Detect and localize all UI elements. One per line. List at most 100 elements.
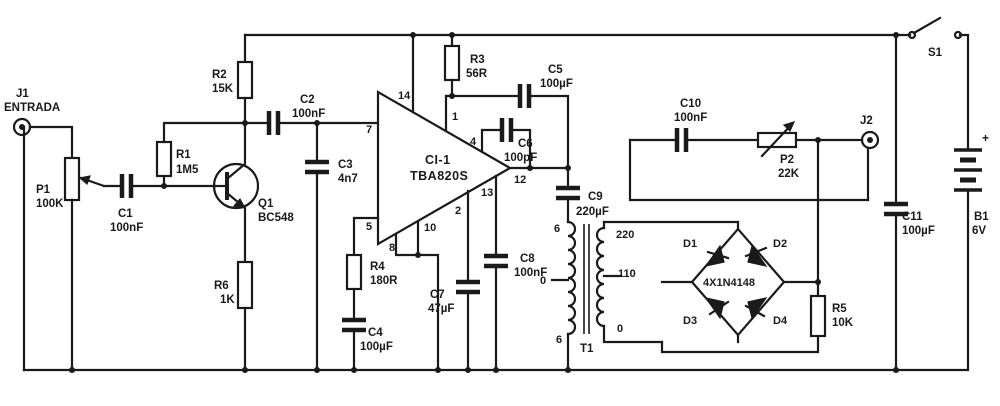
b1-value: 6V	[972, 225, 986, 237]
ic-part: TBA820S	[410, 169, 468, 183]
j1-ref: J1	[16, 88, 29, 100]
transformer-t1	[550, 220, 664, 373]
j2-ref: J2	[860, 115, 873, 127]
capacitor-c3	[305, 121, 329, 372]
c10-ref: C10	[680, 98, 701, 110]
c8-ref: C8	[520, 253, 535, 265]
resistor-r6	[236, 260, 254, 372]
d1-label: D1	[683, 238, 697, 250]
capacitor-c1	[102, 174, 217, 198]
capacitor-c8	[484, 253, 508, 372]
r3-ref: R3	[470, 54, 485, 66]
c1-ref: C1	[118, 208, 133, 220]
ic-pin-12: 12	[514, 174, 526, 186]
capacitor-c6	[499, 118, 533, 171]
c3-value: 4n7	[338, 173, 358, 185]
c11-value: 100µF	[902, 225, 935, 237]
r3-value: 56R	[466, 68, 488, 80]
capacitor-c4	[342, 317, 366, 372]
p2-value: 22K	[778, 168, 800, 180]
t1-ref: T1	[580, 343, 594, 355]
c1-value: 100nF	[110, 222, 143, 234]
ground-junctions	[69, 32, 499, 373]
t1-secondary-mid: 110	[618, 268, 636, 280]
feedback-network	[628, 121, 870, 202]
ic-pin-10: 10	[424, 222, 436, 234]
c9-ref: C9	[588, 191, 603, 203]
ic-pin-8: 8	[389, 242, 395, 254]
resistor-r1	[155, 120, 248, 188]
resistor-r5	[809, 137, 827, 338]
ground-rail	[22, 190, 970, 372]
d2-label: D2	[773, 238, 787, 250]
switch-s1	[907, 16, 963, 40]
capacitor-c2	[243, 111, 380, 135]
c6-value: 100pF	[504, 152, 537, 164]
d4-label: D4	[773, 315, 788, 327]
transistor-q1	[212, 121, 260, 264]
c5-ref: C5	[548, 64, 563, 76]
c10-value: 100nF	[674, 112, 707, 124]
c3-ref: C3	[338, 159, 353, 171]
c4-value: 100µF	[360, 341, 393, 353]
output-jack-j2	[860, 130, 880, 202]
ic-pin-14: 14	[398, 90, 411, 102]
r2-value: 15K	[212, 83, 234, 95]
diode-bridge	[690, 227, 786, 337]
r6-value: 1K	[220, 294, 235, 306]
c9-value: 220µF	[576, 206, 609, 218]
r5-value: 10K	[832, 317, 854, 329]
t1-primary-mid: 0	[540, 275, 546, 287]
ic-pin-7: 7	[366, 124, 372, 136]
c2-value: 100nF	[292, 108, 325, 120]
q1-value: BC548	[258, 212, 294, 224]
c4-ref: C4	[368, 327, 383, 339]
r2-ref: R2	[212, 69, 227, 81]
resistor-r2	[236, 33, 254, 125]
ic-pin-2: 2	[455, 205, 461, 217]
c6-ref: C6	[518, 138, 533, 150]
t1-primary-bottom: 6	[556, 334, 562, 346]
c2-ref: C2	[300, 94, 315, 106]
resistor-r4	[345, 253, 363, 320]
c5-value: 100µF	[540, 78, 573, 90]
ic-pin-1: 1	[452, 111, 458, 123]
c8-value: 100nF	[514, 267, 547, 279]
p1-value: 100K	[36, 198, 64, 210]
ic-pin-13: 13	[481, 187, 493, 199]
bridge-part: 4X1N4148	[703, 277, 755, 289]
t1-secondary-top: 220	[616, 229, 634, 241]
p1-ref: P1	[36, 184, 51, 196]
c7-value: 47µF	[428, 303, 454, 315]
r1-ref: R1	[176, 149, 191, 161]
q1-ref: Q1	[258, 198, 274, 210]
b1-ref: B1	[974, 211, 989, 223]
r4-value: 180R	[370, 275, 398, 287]
battery-b1	[954, 148, 982, 192]
t1-primary-top: 6	[554, 223, 560, 235]
r5-ref: R5	[832, 303, 847, 315]
r4-ref: R4	[370, 261, 385, 273]
ic-tba820s	[352, 33, 570, 373]
capacitor-c11	[884, 32, 908, 373]
r6-ref: R6	[214, 280, 229, 292]
ic-ref: CI-1	[425, 153, 451, 167]
battery-plus: +	[982, 131, 989, 145]
j1-name: ENTRADA	[4, 102, 60, 114]
capacitor-c9	[556, 166, 580, 224]
potentiometer-p1	[63, 156, 106, 372]
t1-secondary-bottom: 0	[617, 323, 623, 335]
supply-rail	[243, 33, 970, 150]
capacitor-c5	[450, 84, 571, 171]
p2-ref: P2	[780, 154, 794, 166]
ic-pin-4: 4	[470, 136, 477, 148]
d3-label: D3	[683, 315, 697, 327]
s1-ref: S1	[928, 47, 943, 59]
r1-value: 1M5	[176, 164, 199, 176]
capacitor-c7	[456, 279, 480, 372]
input-jack-j1	[12, 117, 74, 372]
c11-ref: C11	[902, 211, 923, 223]
c7-ref: C7	[430, 289, 445, 301]
resistor-r3	[443, 33, 461, 99]
